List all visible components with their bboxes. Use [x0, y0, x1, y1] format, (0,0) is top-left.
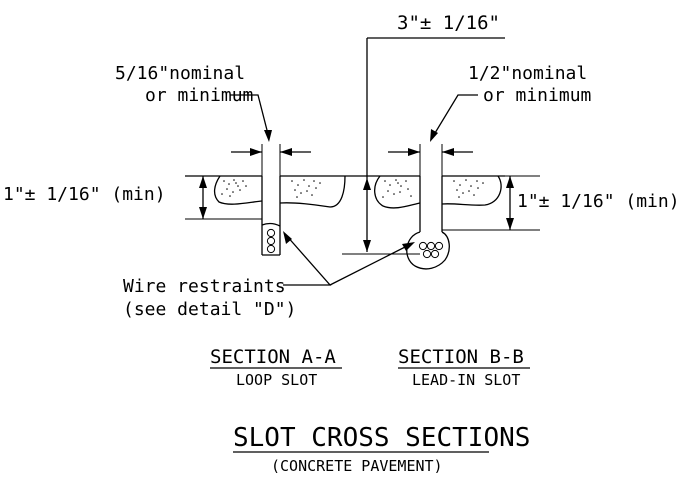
overall-depth-label: 3"± 1/16"	[397, 12, 500, 34]
section-b-wire-5	[430, 249, 440, 259]
section-b-left-block-outline	[374, 175, 421, 209]
left-slot-width-line2: or minimum	[145, 85, 253, 106]
section-b-wire-1	[418, 241, 428, 251]
right-slot-width-line1: 1/2"nominal	[468, 63, 587, 84]
section-b-wire-3	[434, 241, 444, 251]
section-a-wire-3	[266, 244, 276, 254]
section-a-subtitle: LOOP SLOT	[236, 371, 317, 389]
overall-depth-arrow-top	[363, 178, 371, 190]
drawing-title: SLOT CROSS SECTIONS	[233, 423, 530, 453]
section-a-concrete-stipple-right	[291, 179, 321, 198]
wire-restraints-leader-b	[329, 243, 412, 286]
right-slot-width-leader	[431, 94, 478, 139]
right-slot-width-arrowhead-left	[408, 148, 420, 156]
right-slot-width-line2: or minimum	[483, 85, 591, 106]
section-a-wire-2	[266, 236, 276, 246]
section-b-title: SECTION B-B	[398, 346, 524, 368]
drawing-subtitle: (CONCRETE PAVEMENT)	[271, 457, 443, 475]
left-slot-width-arrowhead-right	[280, 148, 292, 156]
right-slot-width-leader-arrow	[430, 129, 438, 142]
right-depth-label: 1"± 1/16" (min)	[517, 191, 680, 212]
section-a-sealant-outline	[261, 222, 281, 227]
section-b-concrete-stipple-right	[453, 179, 484, 198]
right-slot-width-arrowhead-right	[442, 148, 454, 156]
left-slot-width-leader-arrow	[264, 130, 272, 142]
section-b-wire-2	[426, 241, 436, 251]
section-b-right-block-outline	[441, 175, 502, 206]
section-b-wire-4	[422, 249, 432, 259]
section-b-concrete-stipple-left	[382, 179, 412, 198]
right-depth-arrow-bottom	[506, 218, 514, 230]
left-slot-width-leader	[230, 94, 270, 139]
left-depth-label: 1"± 1/16" (min)	[3, 184, 166, 205]
left-slot-width-line1: 5/16"nominal	[115, 63, 245, 84]
section-a-left-block-outline	[213, 175, 263, 205]
section-a-concrete-stipple-left	[221, 179, 247, 197]
section-a-title: SECTION A-A	[210, 346, 336, 368]
overall-depth-arrow-bottom	[363, 240, 371, 252]
wire-restraints-line1: Wire restraints	[123, 276, 286, 297]
section-a-wire-1	[266, 228, 276, 238]
right-depth-arrow-top	[506, 176, 514, 188]
section-a-right-block-outline	[279, 175, 346, 208]
left-slot-width-arrowhead-left	[250, 148, 262, 156]
left-depth-arrow-bottom	[199, 207, 207, 219]
left-depth-arrow-top	[199, 176, 207, 188]
section-b-subtitle: LEAD-IN SLOT	[412, 371, 520, 389]
wire-restraints-leader-b-arrow	[402, 242, 415, 251]
wire-restraints-leader-arrow	[283, 231, 292, 244]
wire-restraints-leader	[283, 234, 332, 286]
wire-restraints-line2: (see detail "D")	[123, 299, 296, 320]
